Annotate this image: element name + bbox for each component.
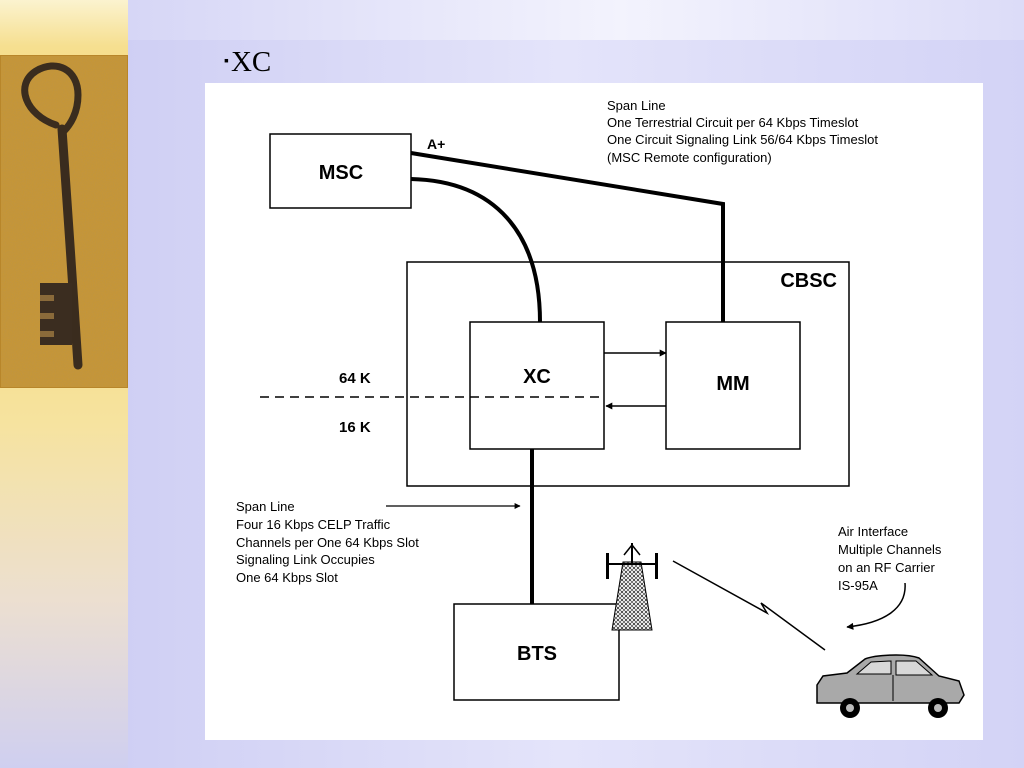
slide-title: ▪XC (224, 44, 271, 80)
air-interface-curved-arrow (846, 582, 906, 630)
span-line-left-line: Four 16 Kbps CELP Traffic (236, 517, 391, 532)
span-line-left-line: Span Line (236, 499, 295, 514)
rate-64k-label: 64 K (339, 370, 371, 387)
a-plus-label: A+ (427, 136, 445, 152)
diagram-panel: MSC CBSC XC MM BTS A+ 64 K 16 K Span Lin… (205, 83, 983, 740)
cbsc-box (406, 261, 850, 487)
xc-box (469, 321, 605, 450)
air-interface-line: Multiple Channels (838, 542, 942, 557)
span-line-left-line: Signaling Link Occupies (236, 552, 375, 567)
top-decor-band (128, 0, 1024, 40)
msc-box (269, 133, 412, 209)
mm-box (665, 321, 801, 450)
span-line-left-line: Channels per One 64 Kbps Slot (236, 535, 419, 550)
air-interface-line: IS-95A (838, 578, 878, 593)
span-line-top-line: One Terrestrial Circuit per 64 Kbps Time… (607, 115, 859, 130)
span-line-top-note: Span Line One Terrestrial Circuit per 64… (607, 98, 882, 165)
xc-label: XC (523, 366, 551, 388)
slide-title-text: XC (230, 46, 272, 78)
msc-mm-span-link (410, 151, 725, 322)
span-line-left-note: Span Line Four 16 Kbps CELP Traffic Chan… (236, 499, 422, 585)
door-key-photo (0, 55, 128, 388)
span-line-top-line: One Circuit Signaling Link 56/64 Kbps Ti… (607, 132, 878, 147)
lightning-link-icon (672, 560, 826, 651)
msc-xc-link (410, 177, 542, 323)
air-interface-note: Air Interface Multiple Channels on an RF… (838, 524, 945, 593)
msc-label: MSC (319, 162, 363, 184)
bts-box (453, 603, 620, 701)
air-interface-line: Air Interface (838, 524, 908, 539)
antenna-tower-icon (606, 543, 658, 631)
span-line-top-line: (MSC Remote configuration) (607, 150, 772, 165)
mm-label: MM (716, 373, 749, 395)
span-line-top-line: Span Line (607, 98, 666, 113)
rate-16k-label: 16 K (339, 419, 371, 436)
cbsc-label: CBSC (780, 270, 837, 292)
cbsc-architecture-diagram: MSC CBSC XC MM BTS A+ 64 K 16 K Span Lin… (236, 98, 965, 718)
air-interface-line: on an RF Carrier (838, 560, 935, 575)
title-bullet: ▪ (224, 54, 229, 69)
span-line-left-line: One 64 Kbps Slot (236, 570, 338, 585)
car-icon (816, 654, 965, 718)
bts-label: BTS (517, 643, 557, 665)
